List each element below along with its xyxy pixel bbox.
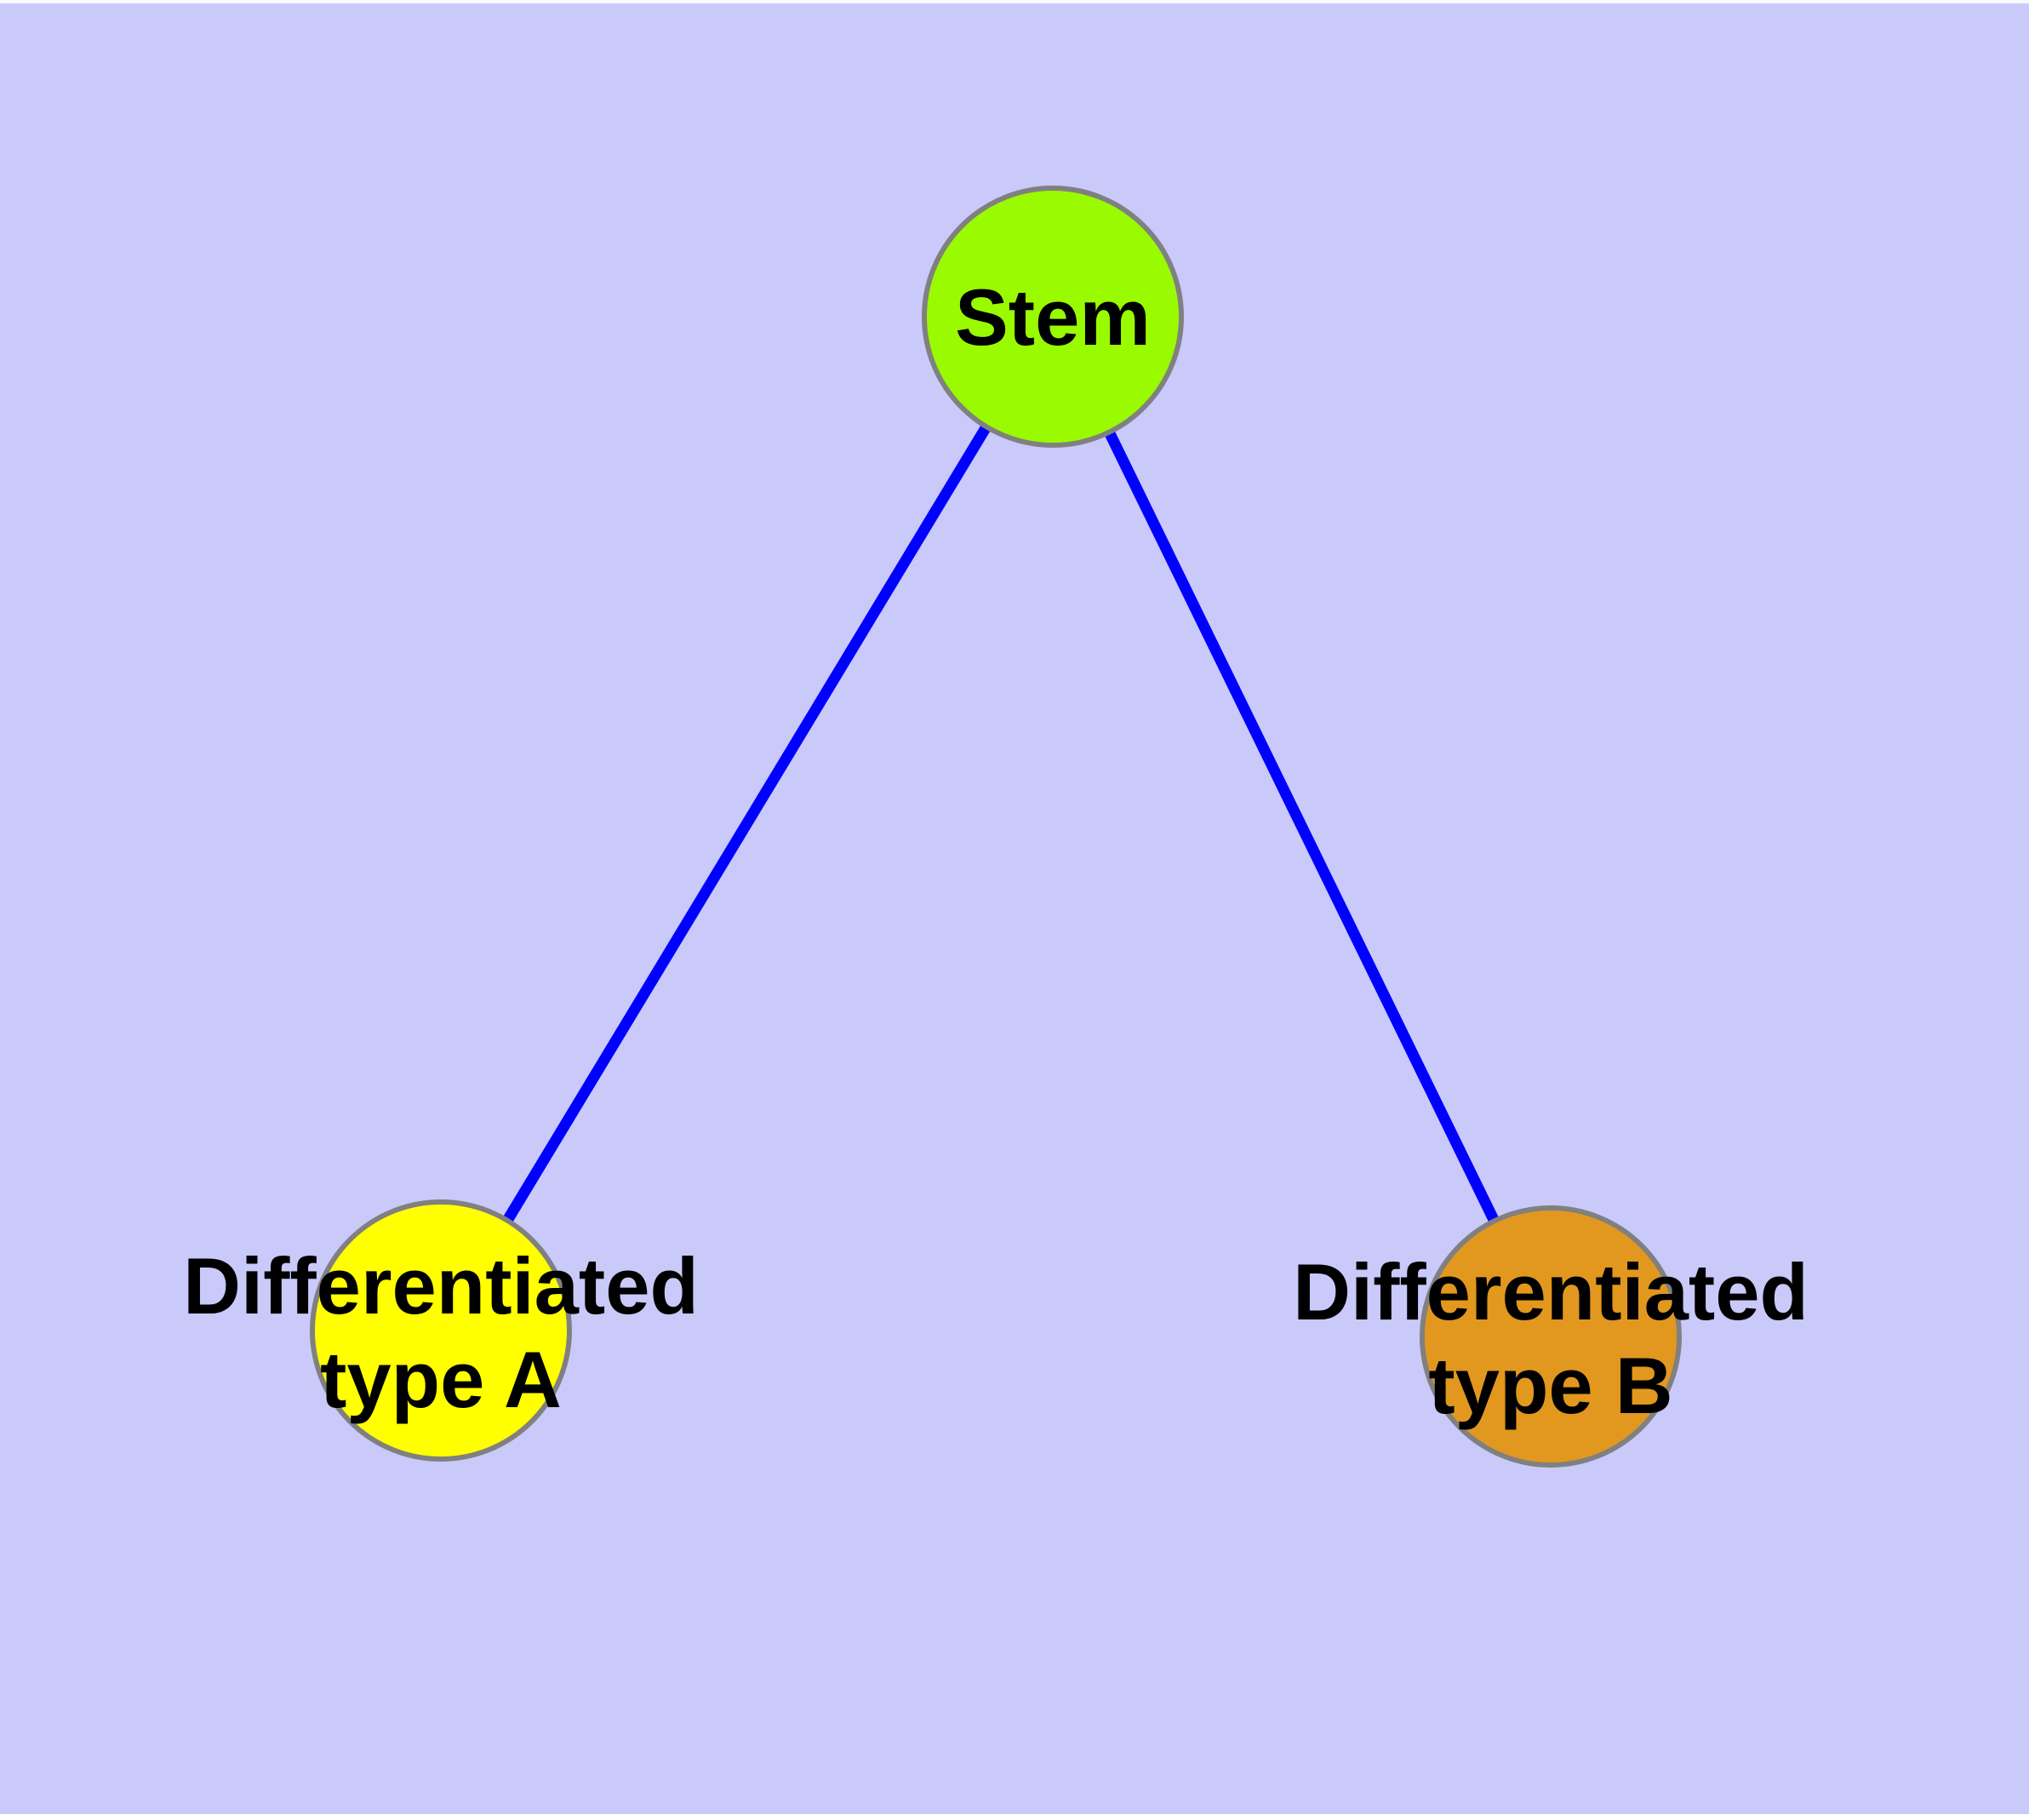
node-differentiated-type-a-label-line2: type A: [320, 1335, 562, 1424]
node-stem-label-line1: Stem: [955, 272, 1151, 362]
node-stem-circle: [922, 186, 1184, 448]
node-stem-label: Stem: [955, 272, 1151, 362]
edge-stem-to-type-a: [436, 313, 1058, 1334]
node-differentiated-type-b-circle: [1420, 1205, 1682, 1468]
node-differentiated-type-a-circle: [310, 1199, 572, 1462]
edges: [436, 313, 1556, 1339]
node-differentiated-type-a-label-line1: Differentiated: [183, 1241, 699, 1331]
bottom-window-edge: [0, 1814, 2029, 1820]
top-window-edge: [0, 0, 2029, 3]
node-differentiated-type-b-label-line1: Differentiated: [1293, 1247, 1809, 1336]
edge-stem-to-type-b: [1048, 314, 1556, 1339]
node-stem: Stem: [922, 186, 1184, 448]
node-differentiated-type-b-label-line2: type B: [1428, 1341, 1672, 1430]
